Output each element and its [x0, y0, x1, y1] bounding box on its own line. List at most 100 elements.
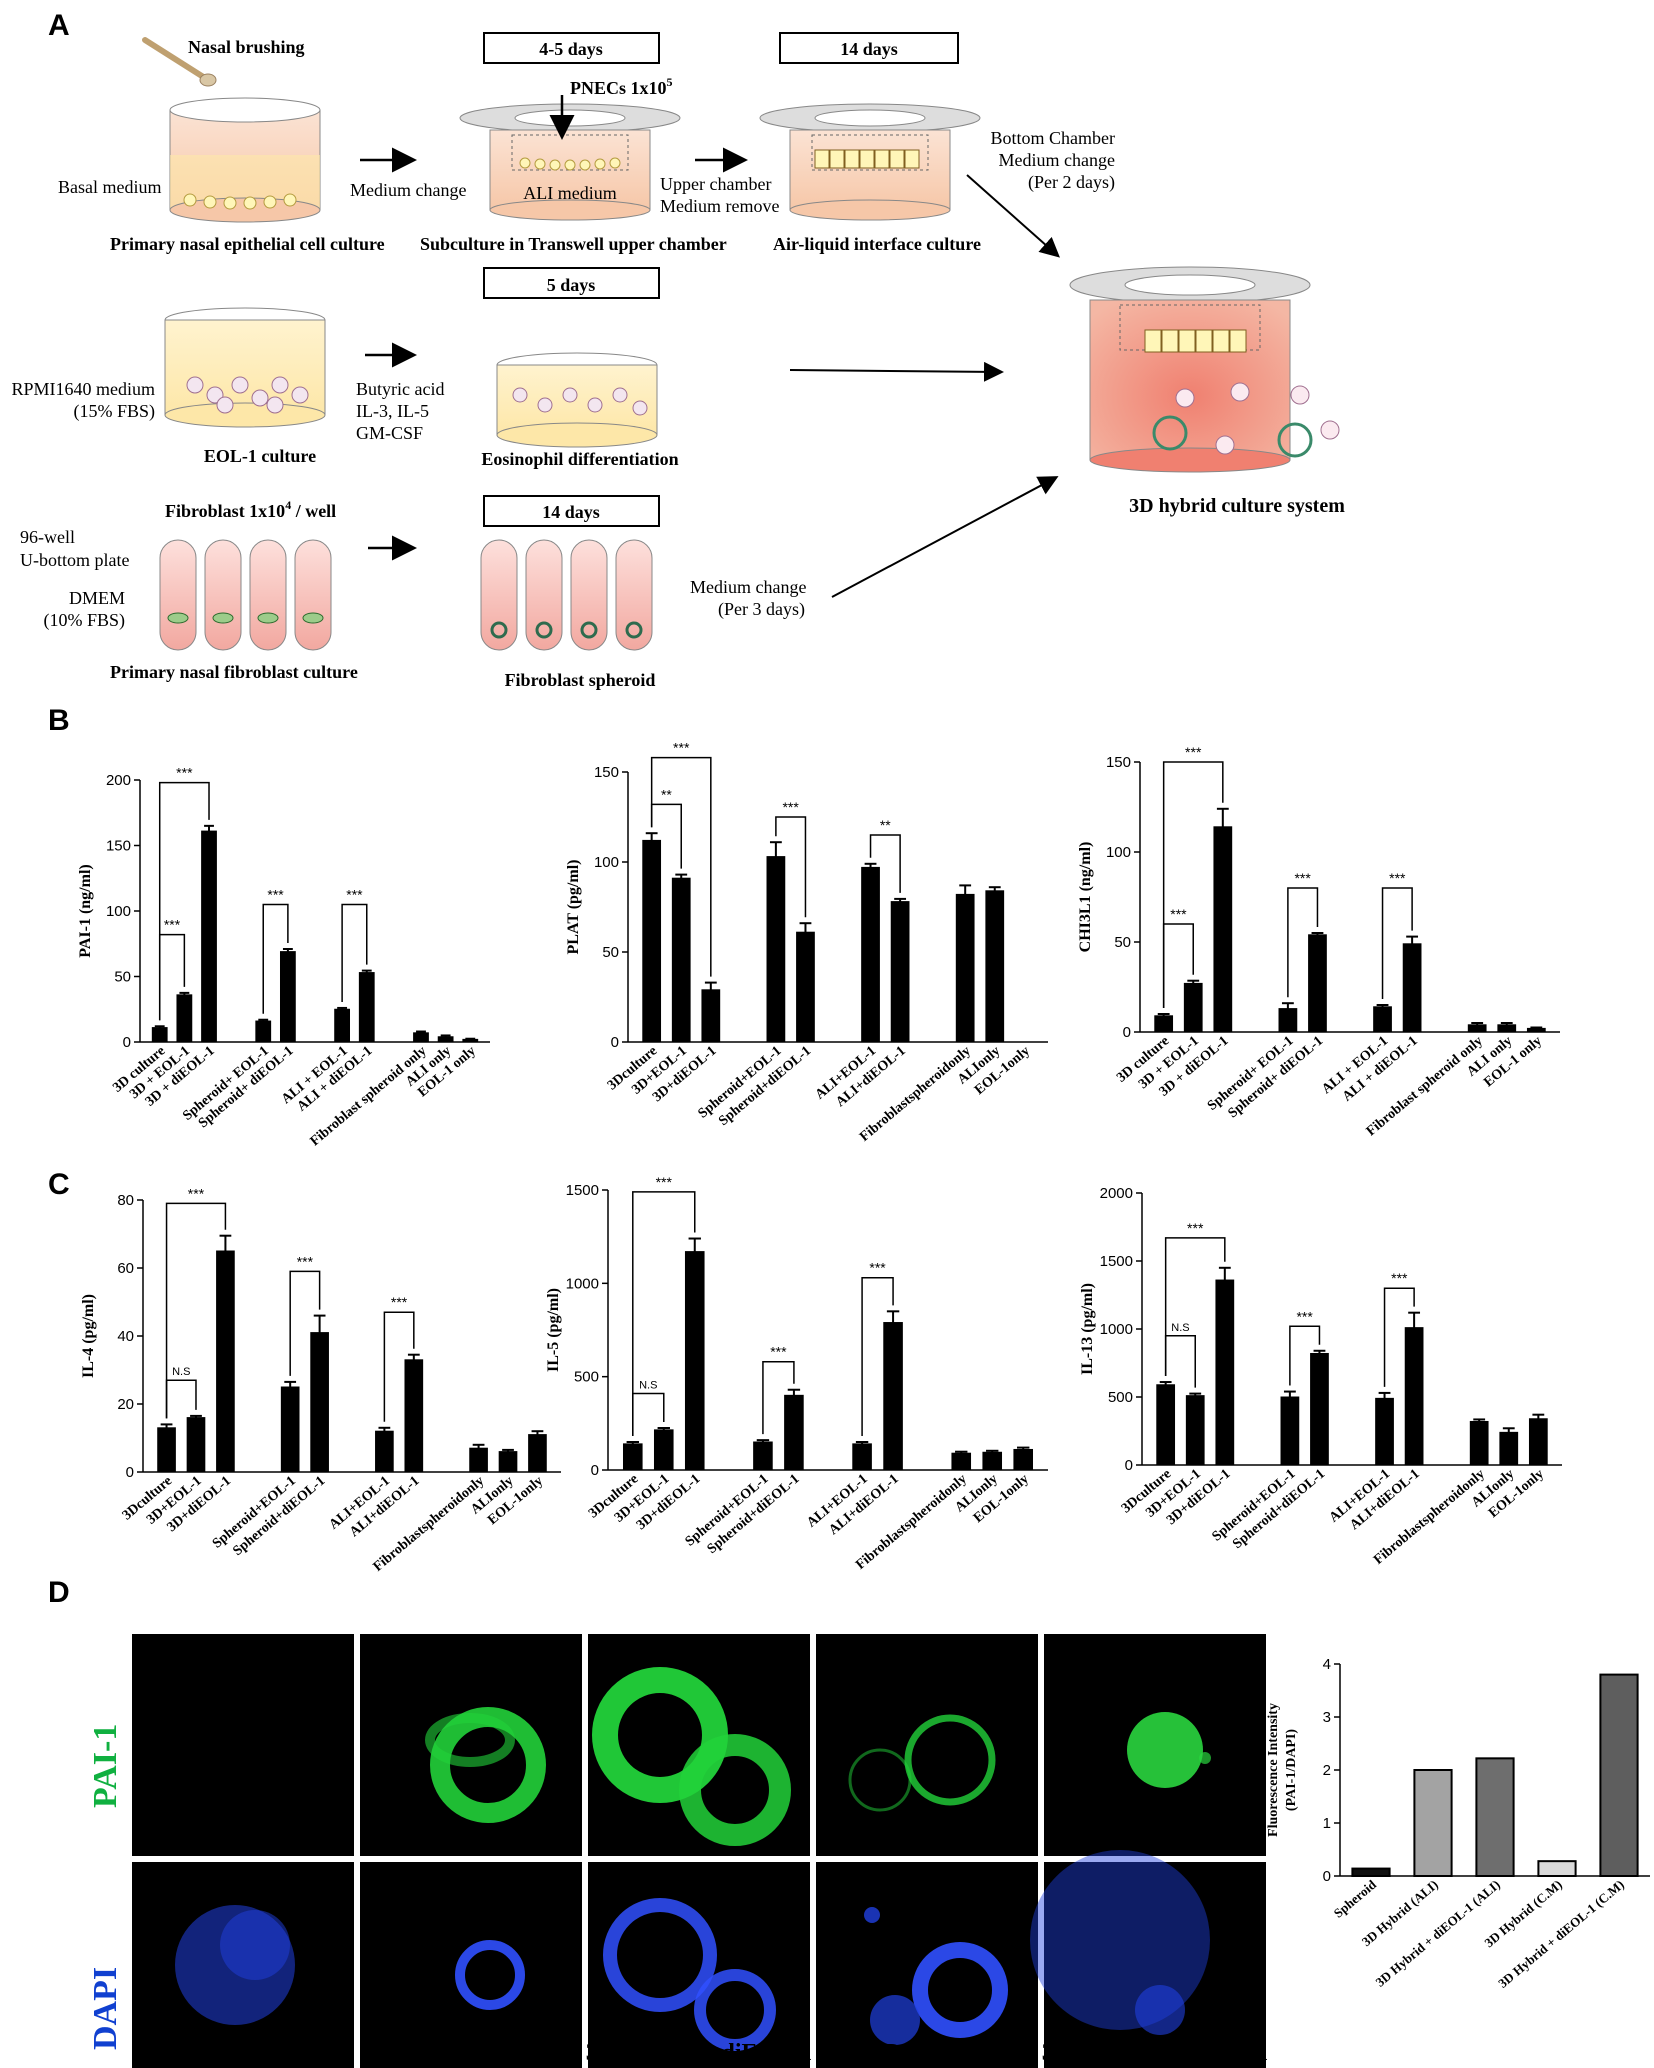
basal-medium-label: Basal medium — [58, 177, 161, 197]
per-2-days-label: (Per 2 days) — [1028, 172, 1115, 193]
y-tick-label: 50 — [114, 969, 131, 986]
panel-d-images: PAI-1 DAPI — [87, 1634, 1268, 2068]
significance-bracket — [289, 1270, 321, 1376]
significance-label: *** — [391, 1294, 408, 1310]
bar — [186, 1417, 206, 1473]
micrograph-pai-hybrid-ali — [360, 1634, 582, 1856]
significance-bracket — [165, 1202, 227, 1419]
caption-hybrid-ali: 3D Hybrid — [416, 2040, 527, 2066]
y-tick-label: 1500 — [1100, 1253, 1133, 1270]
caption-spheroid: Spheroid — [197, 2040, 291, 2066]
significance-label: N.S — [1171, 1322, 1189, 1334]
micrograph-pai-spheroid — [132, 1634, 354, 1856]
per-3-days-label: (Per 3 days) — [718, 599, 805, 620]
significance-label: *** — [770, 1344, 787, 1360]
bar — [1528, 1418, 1548, 1466]
gmcsf-label: GM-CSF — [356, 423, 423, 443]
primary-culture-label: Primary nasal epithelial cell culture — [110, 234, 385, 254]
medium-change3-label: Medium change — [690, 577, 806, 597]
significance-bracket — [775, 816, 807, 918]
significance-bracket — [1287, 887, 1319, 998]
significance-label: ** — [661, 786, 672, 802]
days-5-label: 5 days — [547, 275, 596, 295]
y-tick-label: 0 — [126, 1464, 134, 1481]
bar — [279, 951, 296, 1043]
fibro-culture-label: Primary nasal fibroblast culture — [110, 662, 358, 682]
bar — [642, 839, 662, 1043]
bar — [469, 1447, 488, 1473]
y-tick-label: 60 — [117, 1260, 134, 1277]
bar — [982, 1451, 1003, 1471]
medium-change-label: Medium change — [350, 180, 466, 200]
bar — [753, 1441, 773, 1471]
significance-label: *** — [673, 740, 690, 756]
y-tick-label: 1500 — [566, 1182, 599, 1199]
panel-a: A Nasal brushing Basal medium Primary na… — [11, 9, 1345, 690]
panel-letter-a: A — [48, 9, 70, 42]
bar — [1215, 1279, 1235, 1466]
nasal-brushing-label: Nasal brushing — [188, 37, 305, 57]
bar — [358, 972, 375, 1043]
y-axis-label: PLAT (pg/ml) — [565, 860, 582, 955]
y-axis-label-line2: (PAI-1/DAPI) — [1284, 1729, 1299, 1812]
butyric-label: Butyric acid — [356, 379, 444, 399]
y-tick-label: 150 — [594, 764, 619, 781]
bar — [1526, 1027, 1546, 1033]
ali-medium-label: ALI medium — [523, 183, 616, 203]
y-tick-label: 150 — [106, 838, 131, 855]
bar — [1156, 1384, 1176, 1466]
bar — [1402, 943, 1422, 1033]
significance-bracket — [262, 903, 289, 1014]
y-tick-label: 100 — [594, 854, 619, 871]
y-tick-label: 0 — [591, 1462, 599, 1479]
significance-bracket — [1289, 1325, 1321, 1386]
y-tick-label: 150 — [1106, 754, 1131, 771]
eol1-dish — [164, 307, 326, 428]
bar — [890, 901, 910, 1043]
bar — [852, 1443, 872, 1471]
significance-label: *** — [164, 917, 181, 933]
bar — [437, 1036, 454, 1043]
significance-label: *** — [1389, 870, 1406, 886]
plate96-label: 96-well — [20, 527, 75, 547]
significance-label: *** — [176, 765, 193, 781]
significance-label: N.S — [172, 1366, 190, 1378]
y-tick-label: 200 — [106, 772, 131, 789]
days-14-label: 14 days — [840, 39, 898, 59]
bar — [413, 1032, 429, 1043]
eol-culture-label: EOL-1 culture — [204, 446, 316, 466]
significance-label: *** — [1294, 870, 1311, 886]
significance-bracket — [762, 1360, 795, 1435]
significance-bracket — [1164, 1335, 1196, 1388]
bar — [1475, 1757, 1515, 1877]
rpmi-label: RPMI1640 medium — [11, 379, 155, 399]
bar — [375, 1430, 394, 1473]
bar — [157, 1427, 176, 1473]
significance-label: *** — [1187, 1220, 1204, 1236]
panel-letter-b: B — [48, 704, 70, 737]
category-label: Fibroblastspheroidonly — [853, 1472, 970, 1573]
category-label: 3D Hybrid + diEOL-1 (C.M) — [1495, 1877, 1627, 1991]
spheroid-wells — [480, 539, 653, 651]
bar — [1499, 1431, 1519, 1466]
bar — [1375, 1397, 1394, 1466]
fibroblast-wells — [159, 539, 332, 651]
upper-chamber-label: Upper chamber — [660, 174, 771, 194]
bar — [1469, 1420, 1489, 1466]
bottom-chamber-label: Bottom Chamber — [991, 128, 1116, 148]
bar — [151, 1027, 168, 1043]
bar — [176, 994, 193, 1043]
y-tick-label: 500 — [574, 1369, 599, 1386]
y-tick-label: 2 — [1323, 1762, 1331, 1779]
bar — [404, 1359, 424, 1473]
ubottom-label: U-bottom plate — [20, 550, 129, 570]
significance-label: *** — [1391, 1270, 1408, 1286]
y-tick-label: 40 — [117, 1328, 134, 1345]
significance-bracket — [165, 1379, 197, 1419]
caption-hybrid-dieol-ali: 3D Hybrid + diEOL-1 — [586, 2040, 812, 2066]
